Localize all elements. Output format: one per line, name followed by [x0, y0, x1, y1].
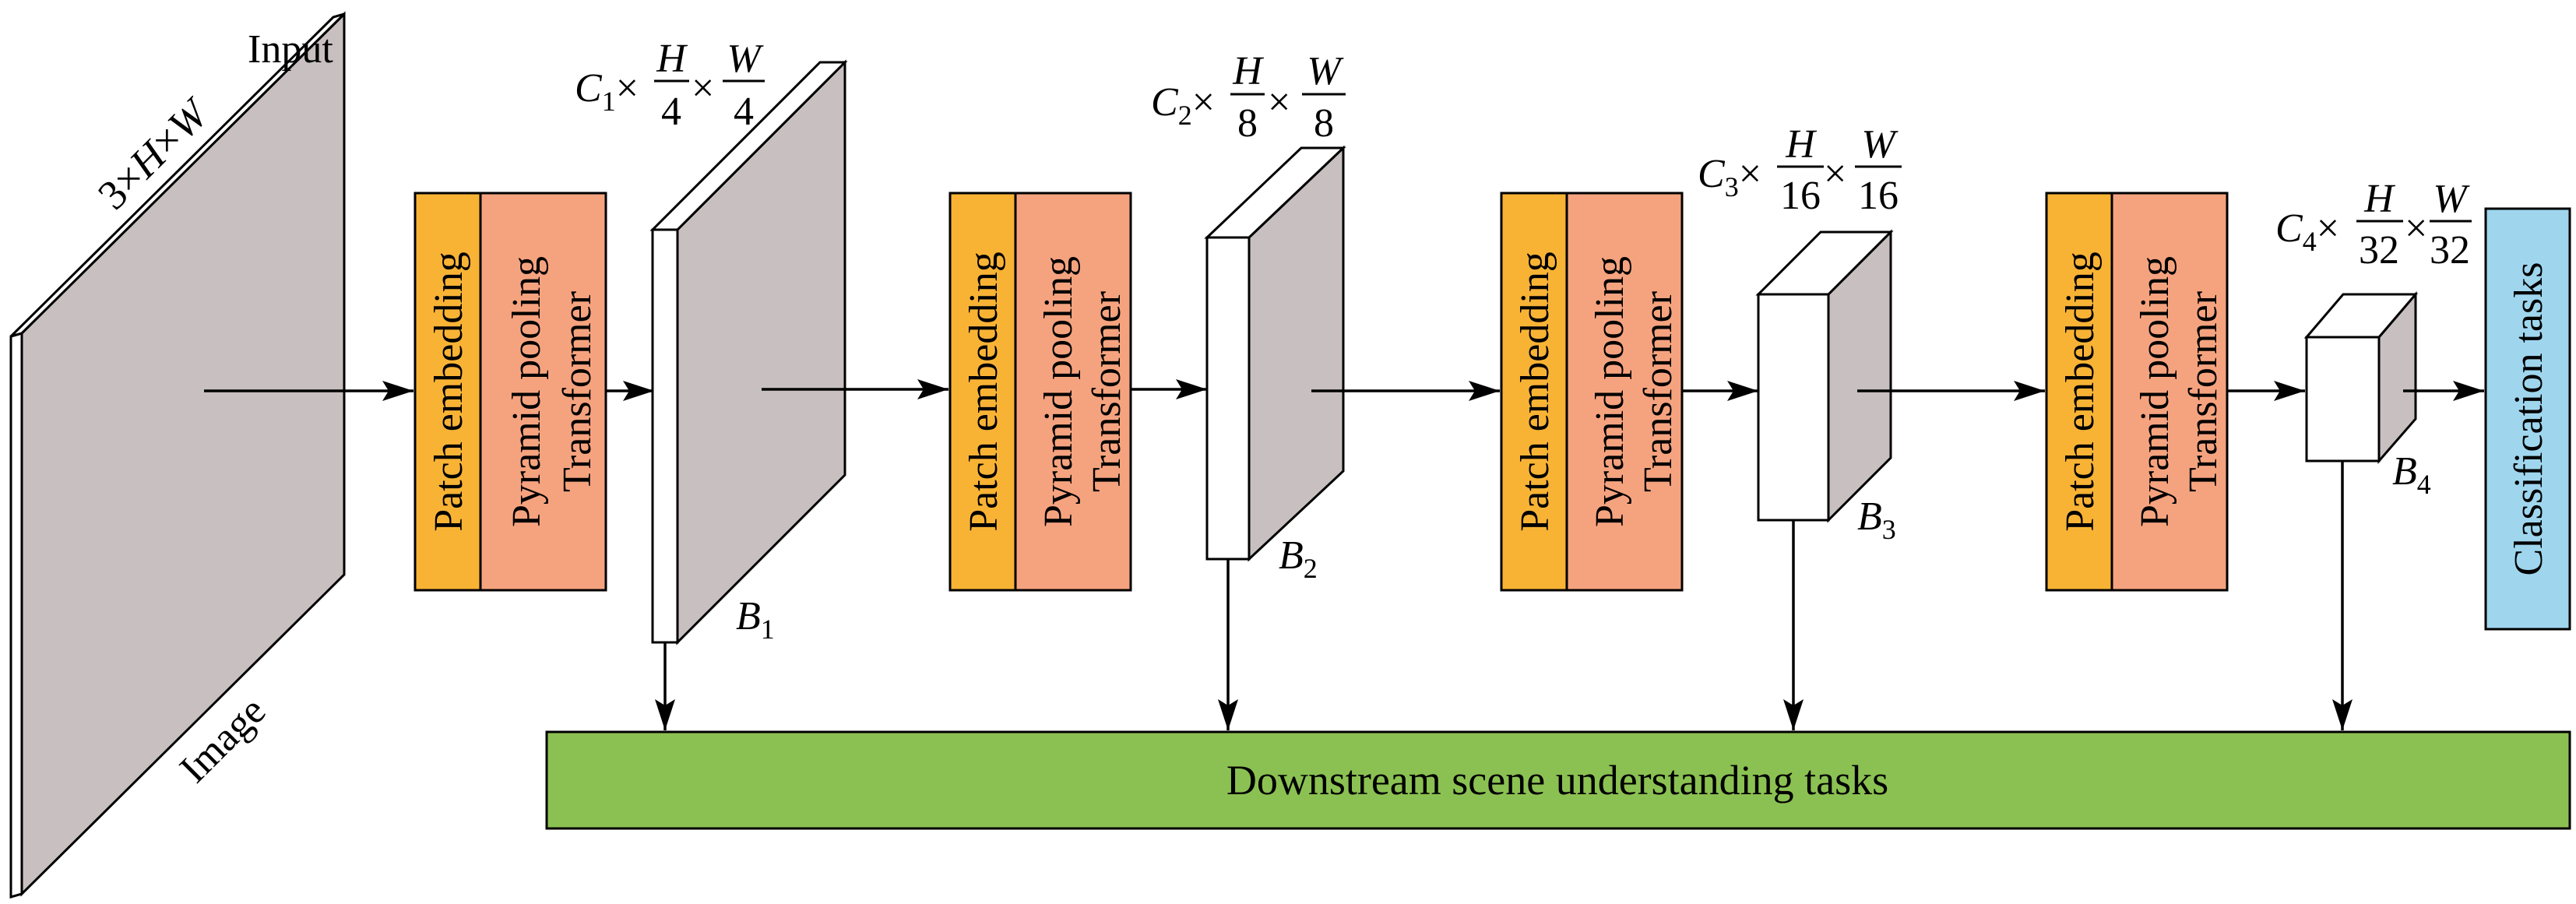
dims-w-den-2: 8	[1314, 101, 1334, 146]
patch-embedding-block-1	[413, 192, 482, 592]
pyramid-pooling-block-4	[2110, 192, 2229, 592]
downstream-tasks-block	[545, 730, 2571, 830]
downstream-tasks-label: Downstream scene understanding tasks	[1226, 757, 1888, 804]
stage-1-blocks: Patch embedding Pyramid pooling Transfor…	[413, 192, 607, 592]
dims-w-num-3: W	[1861, 122, 1899, 167]
input-label: Input	[248, 27, 333, 72]
block-label-2: B2	[1279, 533, 1318, 584]
pyramid-pooling-label-2: Pyramid pooling	[1036, 256, 1081, 527]
transformer-label-2: Transformer	[1085, 291, 1129, 492]
block-label-3: B3	[1857, 494, 1896, 545]
dims-h-den-1: 4	[661, 90, 681, 134]
pyramid-pooling-label-1: Pyramid pooling	[505, 256, 549, 527]
pyramid-pooling-block-3	[1565, 192, 1684, 592]
feature-map-b4	[2303, 290, 2419, 465]
patch-embedding-label-4: Patch embedding	[2058, 252, 2103, 532]
dims-w-num-4: W	[2433, 177, 2470, 221]
input-image-slab	[9, 11, 346, 899]
stage-3-blocks: Patch embedding Pyramid pooling Transfor…	[1500, 192, 1684, 592]
dims-h-den-4: 32	[2359, 228, 2399, 273]
dims-h-num-1: H	[656, 37, 688, 81]
pyramid-pooling-label-3: Pyramid pooling	[1588, 256, 1632, 527]
transformer-label-1: Transformer	[555, 291, 600, 492]
stage-2-blocks: Patch embedding Pyramid pooling Transfor…	[948, 192, 1132, 592]
dims-w-num-1: W	[727, 37, 764, 81]
pyramid-pooling-block-2	[1014, 192, 1132, 592]
dims-h-den-3: 16	[1780, 174, 1821, 218]
patch-embedding-block-4	[2045, 192, 2113, 592]
pyramid-pooling-label-4: Pyramid pooling	[2133, 256, 2177, 527]
patch-embedding-label-1: Patch embedding	[427, 252, 471, 532]
dims-h-num-4: H	[2363, 177, 2395, 221]
dims-label-2: C2×	[1151, 80, 1215, 131]
stage-4-blocks: Patch embedding Pyramid pooling Transfor…	[2045, 192, 2229, 592]
dims-w-den-1: 4	[734, 90, 754, 134]
feature-map-b2	[1204, 145, 1346, 562]
transformer-label-3: Transformer	[1636, 291, 1680, 492]
dims-times-1: ×	[692, 66, 714, 111]
dims-h-num-3: H	[1785, 122, 1817, 167]
block-label-4: B4	[2392, 449, 2431, 500]
dims-w-num-2: W	[1307, 49, 1344, 93]
dims-times-4: ×	[2405, 206, 2427, 251]
classification-tasks-block	[2484, 207, 2571, 631]
transformer-label-4: Transformer	[2181, 291, 2226, 492]
dims-h-den-2: 8	[1237, 101, 1258, 146]
patch-embedding-label-2: Patch embedding	[962, 252, 1006, 532]
classification-tasks-label: Classification tasks	[2507, 262, 2551, 576]
dims-times-3: ×	[1824, 152, 1846, 196]
dims-times-2: ×	[1268, 80, 1290, 125]
patch-embedding-label-3: Patch embedding	[1513, 252, 1557, 532]
dims-w-den-3: 16	[1858, 174, 1899, 218]
block-label-1: B1	[736, 594, 775, 645]
dims-label-4: C4×	[2275, 206, 2339, 257]
dims-label-3: C3×	[1698, 152, 1761, 202]
dims-w-den-4: 32	[2430, 228, 2470, 273]
dims-h-num-2: H	[1232, 49, 1264, 93]
dims-label-1: C1×	[575, 66, 639, 117]
feature-map-b3	[1755, 229, 1894, 523]
feature-map-b1	[649, 59, 848, 645]
